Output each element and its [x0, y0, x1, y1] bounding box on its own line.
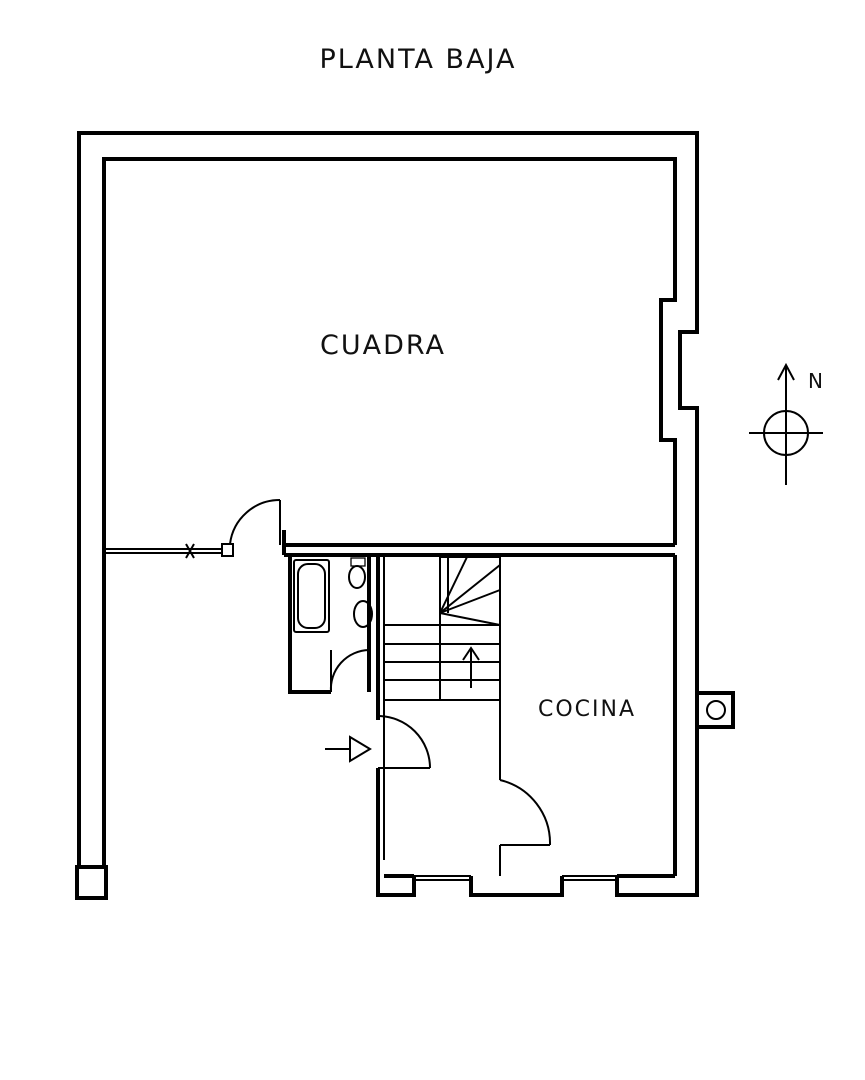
kitchen-walls: [499, 557, 552, 876]
room-label-kitchen: COCINA: [538, 697, 636, 722]
entrance-arrow-icon: [325, 735, 372, 763]
room-label-stable: CUADRA: [320, 330, 446, 361]
stable-door: [229, 498, 281, 545]
vent-icon: [695, 691, 735, 729]
outer-wall: [75, 131, 699, 900]
plan-title: PLANTA BAJA: [319, 44, 516, 75]
compass-north-label: N: [808, 369, 823, 393]
bathroom: [288, 557, 380, 694]
entry: [325, 692, 675, 897]
staircase: [383, 556, 501, 860]
partition-wall: [104, 530, 675, 559]
compass-icon: N: [749, 362, 823, 485]
